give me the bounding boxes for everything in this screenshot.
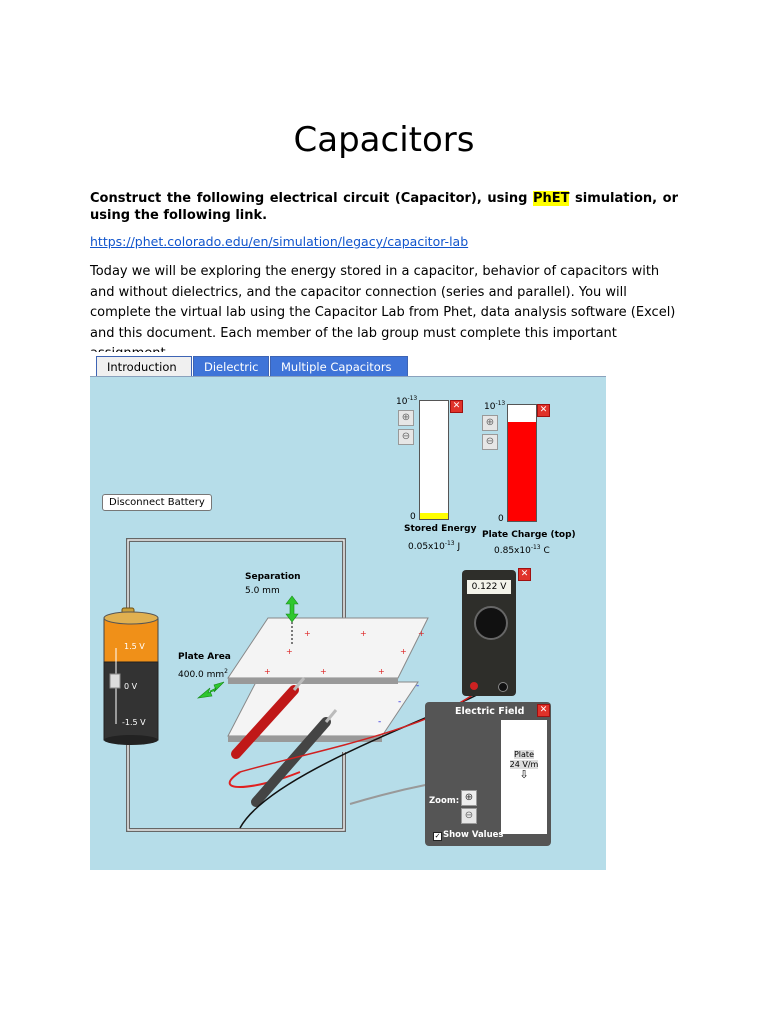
charge-exp-power: -13 — [495, 400, 506, 407]
tab-introduction[interactable]: Introduction — [96, 356, 192, 376]
battery-mid-label: 0 V — [124, 682, 138, 691]
separation-drag-arrow[interactable] — [285, 595, 299, 623]
charge-unit: C — [543, 546, 550, 556]
svg-text:+: + — [400, 647, 407, 656]
plate-field-value: 24 V/m — [509, 760, 539, 769]
plate-area-sup: 2 — [224, 668, 228, 675]
svg-text:+: + — [378, 667, 385, 676]
disconnect-battery-button[interactable]: Disconnect Battery — [102, 494, 212, 511]
svg-text:-: - — [398, 697, 401, 707]
down-arrow-icon: ⇩ — [519, 768, 529, 781]
page-title: Capacitors — [293, 120, 475, 160]
red-probe[interactable] — [231, 685, 299, 759]
show-values-label: Show Values — [443, 830, 504, 840]
voltmeter[interactable]: 0.122 V — [462, 570, 516, 696]
energy-close-icon[interactable]: ✕ — [450, 400, 463, 413]
field-zoom-in-icon[interactable]: ⊕ — [461, 790, 477, 806]
instruction-before: Construct the following electrical circu… — [90, 191, 533, 206]
energy-zoom-out-icon[interactable]: ⊖ — [398, 429, 414, 445]
plate-charge-bar-frame — [507, 404, 537, 522]
field-zoom-out-icon[interactable]: ⊖ — [461, 808, 477, 824]
electric-field-title: Electric Field — [455, 706, 525, 717]
stored-energy-value: 0.05x10-13 J — [408, 540, 460, 552]
tab-bar: Introduction Dielectric Multiple Capacit… — [90, 352, 606, 377]
electric-field-display: Plate 24 V/m ⇩ — [501, 720, 547, 834]
black-probe[interactable] — [251, 717, 331, 807]
energy-unit: J — [457, 542, 461, 552]
plate-area-number: 400.0 mm — [178, 670, 225, 680]
instruction-text: Construct the following electrical circu… — [90, 190, 678, 224]
plate-area-value: 400.0 mm2 — [178, 668, 228, 680]
instruction-after: simulation, or using the following link. — [90, 191, 678, 223]
charge-exponent-label: 10-13 — [484, 400, 505, 412]
energy-exp-base: 10 — [396, 397, 408, 407]
svg-text:-: - — [416, 681, 419, 691]
charge-zoom-in-icon[interactable]: ⊕ — [482, 415, 498, 431]
svg-text:+: + — [264, 667, 271, 676]
charge-zero: 0 — [498, 514, 504, 524]
voltmeter-black-jack — [498, 682, 508, 692]
capacitor-lab-simulation: Introduction Dielectric Multiple Capacit… — [90, 352, 606, 870]
charge-value-exp: -13 — [530, 544, 541, 551]
plate-area-drag-arrow[interactable] — [196, 681, 225, 699]
electric-field-close-icon[interactable]: ✕ — [537, 704, 550, 717]
charge-close-icon[interactable]: ✕ — [537, 404, 550, 417]
circuit-drawing: + + + + + + + + - - - — [103, 538, 483, 832]
intro-paragraph: Today we will be exploring the energy st… — [90, 264, 676, 361]
svg-text:+: + — [304, 629, 311, 638]
plate-area-label: Plate Area — [178, 652, 231, 662]
energy-exp-power: -13 — [407, 395, 418, 402]
svg-text:-: - — [378, 717, 381, 727]
svg-text:+: + — [320, 667, 327, 676]
voltmeter-reading: 0.122 V — [467, 580, 511, 594]
tab-multiple-capacitors[interactable]: Multiple Capacitors — [270, 356, 408, 376]
stored-energy-bar-frame — [419, 400, 449, 520]
energy-zoom-in-icon[interactable]: ⊕ — [398, 410, 414, 426]
svg-text:+: + — [286, 647, 293, 656]
voltmeter-red-jack — [470, 682, 478, 690]
energy-exponent-label: 10-13 — [396, 395, 417, 407]
separation-value: 5.0 mm — [245, 586, 280, 596]
energy-value-exp: -13 — [444, 540, 455, 547]
separation-label: Separation — [245, 572, 301, 582]
plate-charge-value: 0.85x10-13 C — [494, 544, 550, 556]
tab-dielectric[interactable]: Dielectric — [193, 356, 269, 376]
svg-text:+: + — [418, 629, 425, 638]
battery[interactable] — [103, 607, 159, 745]
charge-value-mantissa: 0.85x10 — [494, 546, 531, 556]
show-values-checkbox[interactable]: ✓ — [433, 832, 442, 841]
charge-zoom-out-icon[interactable]: ⊖ — [482, 434, 498, 450]
charge-exp-base: 10 — [484, 402, 496, 412]
plate-field-label: Plate — [513, 750, 534, 759]
plate-charge-bar — [508, 422, 536, 521]
battery-bottom-label: -1.5 V — [122, 718, 146, 727]
phet-highlight: PhET — [532, 191, 570, 206]
plate-charge-label: Plate Charge (top) — [482, 530, 576, 540]
voltmeter-dial-icon — [474, 606, 508, 640]
capacitor-lab-link[interactable]: https://phet.colorado.edu/en/simulation/… — [90, 234, 469, 249]
plate-field-readout: Plate 24 V/m ⇩ — [501, 750, 547, 781]
voltmeter-close-icon[interactable]: ✕ — [518, 568, 531, 581]
top-plate[interactable] — [227, 617, 429, 679]
electric-field-panel: Electric Field ✕ Plate 24 V/m ⇩ Zoom: ⊕ … — [425, 702, 551, 846]
zoom-label: Zoom: — [429, 796, 460, 806]
stored-energy-label: Stored Energy — [404, 524, 477, 534]
energy-value-mantissa: 0.05x10 — [408, 542, 445, 552]
stored-energy-bar — [420, 513, 448, 519]
svg-text:+: + — [360, 629, 367, 638]
battery-top-label: 1.5 V — [124, 642, 145, 651]
energy-zero: 0 — [410, 512, 416, 522]
